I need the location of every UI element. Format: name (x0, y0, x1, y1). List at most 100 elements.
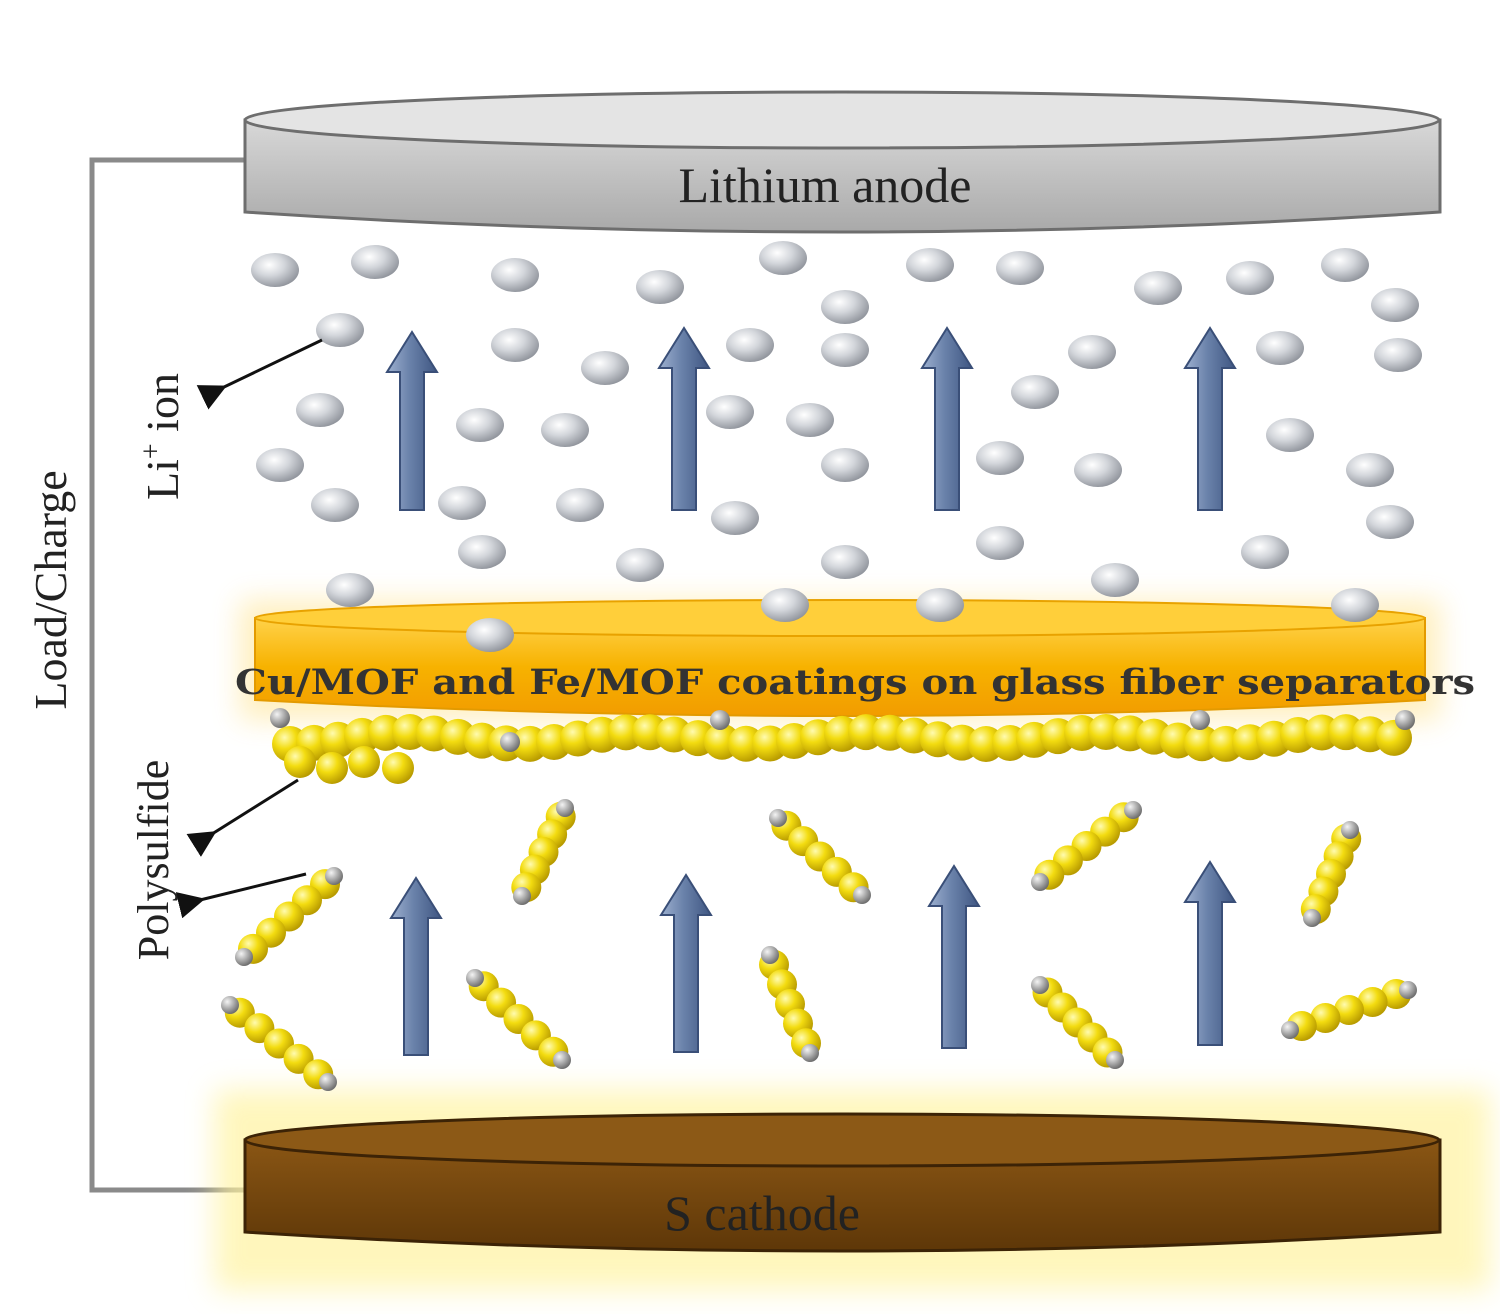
polysulfide-chain (221, 996, 337, 1091)
li-ion-sphere (821, 333, 869, 367)
polysulfide-chain-group (221, 799, 1417, 1091)
lithium-atom (1190, 710, 1210, 730)
circuit-label: Load/Charge (25, 470, 76, 709)
li-ion-sphere (821, 448, 869, 482)
polysulfide-chain (235, 867, 343, 966)
li-ion-sphere (1374, 338, 1422, 372)
li-ion-sphere (296, 393, 344, 427)
sulfur-atom (316, 752, 348, 784)
chain-end-atom (1399, 981, 1417, 999)
sulfur-atom (284, 746, 316, 778)
li-ion-sphere (1091, 563, 1139, 597)
chain-end-atom (1124, 801, 1142, 819)
chain-end-atom (1031, 976, 1049, 994)
chain-end-atom (513, 887, 531, 905)
sulfur-cathode (243, 1112, 1442, 1253)
li-ion-sphere (438, 486, 486, 520)
polysulfide-label: Polysulfide (129, 760, 178, 960)
li-ion-label: Li+ ion (136, 373, 188, 500)
lithium-atom (710, 710, 730, 730)
up-arrow-icon (1183, 860, 1237, 1046)
sulfur-atom (1310, 1003, 1341, 1033)
lithium-anode (243, 90, 1442, 234)
up-arrow-icon (920, 326, 974, 511)
lithium-atom (500, 732, 520, 752)
up-arrow-icon (659, 873, 713, 1053)
lithium-atom (270, 708, 290, 728)
li-ion-sphere (821, 290, 869, 324)
polysulfide-chain (511, 799, 576, 905)
sulfur-atom (348, 746, 380, 778)
polysulfide-chain (769, 809, 871, 904)
li-ion-sphere (1371, 288, 1419, 322)
li-ion-label-rest: ion (137, 373, 188, 443)
polysulfide-chain (759, 946, 821, 1062)
polysulfide-pointer-lower (175, 872, 307, 919)
li-ion-sphere (976, 441, 1024, 475)
li-ion-group (251, 241, 1422, 652)
polysulfide-chain (466, 969, 571, 1069)
li-ion-sphere (458, 535, 506, 569)
li-ion-sphere (556, 488, 604, 522)
chain-end-atom (553, 1051, 571, 1069)
li-ion-sphere (351, 245, 399, 279)
polysulfide-chain (1281, 979, 1417, 1041)
li-ion-sphere (1074, 453, 1122, 487)
li-ion-sphere (456, 408, 504, 442)
li-ion-sphere (491, 258, 539, 292)
li-ion-sphere (491, 328, 539, 362)
li-ion-pointer (196, 338, 323, 410)
chain-end-atom (769, 809, 787, 827)
anode-label: Lithium anode (679, 157, 972, 213)
up-arrow-icon (389, 876, 443, 1056)
chain-end-atom (325, 867, 343, 885)
li-ion-sphere (326, 573, 374, 607)
li-ion-sphere (581, 351, 629, 385)
sulfur-atom (1334, 995, 1364, 1025)
li-ion-sphere (821, 545, 869, 579)
li-ion-sphere (916, 588, 964, 622)
li-ion-sphere (311, 488, 359, 522)
polysulfide-chain (1300, 821, 1362, 927)
up-arrow-icon (1183, 326, 1237, 511)
li-ion-sphere (1226, 261, 1274, 295)
li-ion-sphere (786, 403, 834, 437)
polysulfide-layer (270, 708, 1415, 784)
li-ion-sphere (761, 588, 809, 622)
li-ion-sphere (906, 248, 954, 282)
li-ion-sphere (1011, 375, 1059, 409)
chain-end-atom (1106, 1051, 1124, 1069)
li-ion-sphere (759, 241, 807, 275)
li-ion-sphere (1068, 335, 1116, 369)
arrow-group (385, 326, 1237, 1056)
li-ion-sphere (1134, 271, 1182, 305)
li-ion-sphere (256, 448, 304, 482)
chain-end-atom (801, 1044, 819, 1062)
chain-end-atom (466, 969, 484, 987)
chain-end-atom (1341, 821, 1359, 839)
li-ion-sphere (636, 270, 684, 304)
polysulfide-pointer-upper (186, 778, 299, 857)
cathode-label: S cathode (664, 1185, 860, 1241)
chain-end-atom (761, 946, 779, 964)
separator (254, 599, 1426, 717)
chain-end-atom (319, 1073, 337, 1091)
li-ion-sphere (711, 501, 759, 535)
circuit-wire (89, 157, 248, 1193)
li-ion-sphere (616, 548, 664, 582)
chain-end-atom (235, 948, 253, 966)
sulfur-atom (382, 752, 414, 784)
chain-end-atom (1303, 909, 1321, 927)
up-arrow-icon (927, 864, 981, 1049)
li-ion-sphere (726, 328, 774, 362)
li-ion-sphere (1366, 505, 1414, 539)
li-ion-sphere (541, 413, 589, 447)
li-ion-sphere (996, 251, 1044, 285)
li-ion-sphere (1321, 248, 1369, 282)
chain-end-atom (1031, 873, 1049, 891)
up-arrow-icon (385, 330, 439, 511)
polysulfide-chain (1031, 976, 1124, 1069)
chain-end-atom (1281, 1021, 1299, 1039)
li-ion-label-main: Li (137, 459, 188, 500)
